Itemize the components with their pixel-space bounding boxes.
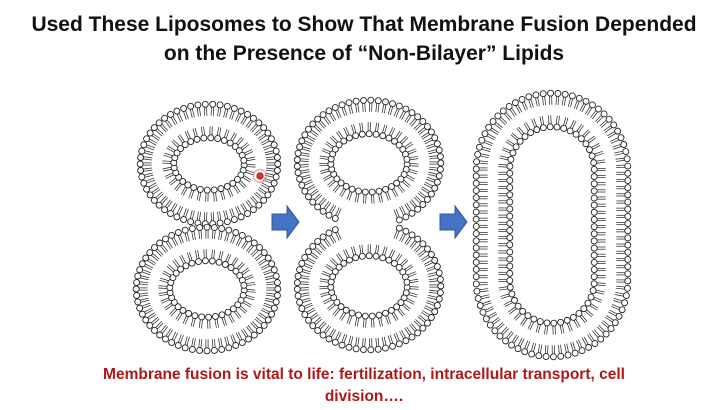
arrow-right-icon — [439, 204, 468, 240]
slide-title: Used These Liposomes to Show That Membra… — [0, 10, 728, 68]
stage-fusing-liposomes — [293, 96, 445, 354]
caption-line-1: Membrane fusion is vital to life: fertil… — [103, 366, 625, 383]
title-line-2: on the Presence of “Non-Bilayer” Lipids — [163, 42, 565, 65]
highlight-ring-icon — [252, 168, 268, 184]
title-line-1: Used These Liposomes to Show That Membra… — [31, 13, 697, 36]
caption-line-2: division…. — [324, 388, 404, 405]
stage-fused-liposome — [472, 89, 632, 361]
stage-separate-liposomes — [132, 100, 282, 355]
highlight-lipid-icon — [256, 172, 264, 180]
slide-caption: Membrane fusion is vital to life: fertil… — [40, 364, 688, 408]
arrow-right-icon — [271, 204, 300, 240]
